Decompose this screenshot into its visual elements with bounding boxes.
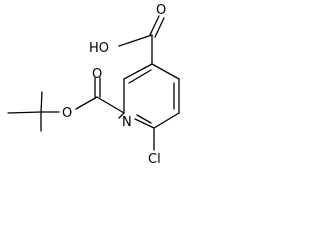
bond-c2-cester <box>96 96 125 114</box>
structure-canvas: HO O O O N Cl <box>7 3 180 167</box>
atom-label-acid-oxygen: O <box>156 3 166 18</box>
bond-c6-n-inner <box>136 114 152 124</box>
bond-cacid-oh <box>118 34 153 47</box>
atom-label-hydroxyl: HO <box>89 41 109 56</box>
atom-labels: HO O O O N Cl <box>62 3 166 167</box>
atom-label-ester-carbonyl-oxygen: O <box>92 67 102 82</box>
bond-c3-c2-link <box>123 63 153 80</box>
bond-cq-me-up <box>40 91 43 113</box>
bond-cq-me-left <box>7 111 42 114</box>
bond-cacid-o-double-b <box>154 17 165 38</box>
bond-cester-o <box>75 96 98 110</box>
bond-c6-n <box>134 118 155 129</box>
bonds <box>7 15 180 151</box>
atom-label-nitrogen: N <box>122 115 132 130</box>
atom-label-chlorine: Cl <box>148 152 161 167</box>
bond-c5-c6 <box>153 112 180 129</box>
bond-n-c2 <box>118 112 125 119</box>
bond-c3-c4 <box>151 63 180 80</box>
bond-c3-c2-inner <box>128 69 152 84</box>
chemical-structure: HO O O O N Cl <box>7 3 180 167</box>
atom-label-ester-oxygen: O <box>62 106 72 121</box>
bond-cacid-o-double-a <box>149 15 160 36</box>
